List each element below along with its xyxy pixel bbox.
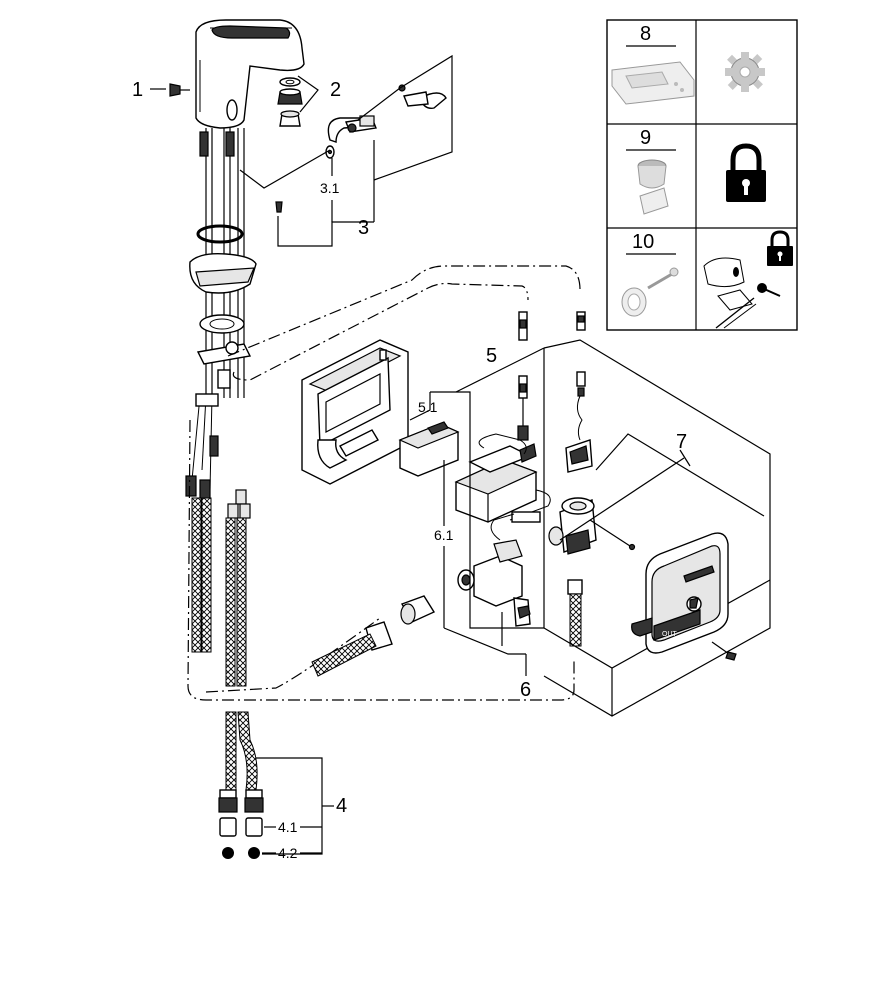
- gear-icon: [725, 52, 765, 92]
- legend-table: 8 9: [606, 19, 798, 331]
- connection-paths: [187, 265, 581, 701]
- faucet-hoses: [185, 393, 264, 813]
- supply-hose-right: [567, 579, 583, 647]
- sensor-cover-panel: OUT: [631, 532, 729, 654]
- cable-connectors: [517, 311, 586, 441]
- callout-3-1: 3.1: [320, 180, 340, 196]
- panel-screws: [589, 519, 737, 661]
- callout-4: 4: [336, 795, 347, 817]
- callout-4-1: 4.1: [278, 819, 298, 835]
- connection-adapters: [219, 817, 263, 859]
- faucet-body: [195, 19, 305, 129]
- legend-number-8: 8: [640, 23, 651, 45]
- callout-6-1: 6.1: [434, 527, 454, 543]
- legend-number-10: 10: [632, 231, 654, 253]
- inlet-fitting: [311, 595, 436, 677]
- screw-icon: [621, 267, 679, 317]
- callout-3: 3: [358, 217, 369, 239]
- screw-part-1: [169, 83, 190, 97]
- mounting-kit: [189, 224, 257, 389]
- power-module: [454, 433, 551, 523]
- out-label: OUT: [662, 631, 678, 638]
- callout-2: 2: [330, 79, 341, 101]
- padlock-mount-icon: [703, 230, 793, 329]
- callout-5: 5: [486, 345, 497, 367]
- aerator-parts: [277, 77, 303, 127]
- callout-6: 6: [520, 679, 531, 701]
- callout-5-1: 5.1: [418, 399, 438, 415]
- remote-control-icon: [611, 61, 695, 105]
- temperature-lever-assembly: [275, 84, 447, 213]
- callout-7: 7: [676, 431, 687, 453]
- legend-number-9: 9: [640, 127, 651, 149]
- padlock-icon: [726, 143, 766, 202]
- callout-4-2: 4.2: [278, 845, 298, 861]
- control-unit-housing: [301, 339, 409, 485]
- mixing-valve-body: [457, 513, 531, 646]
- callout-1: 1: [132, 79, 143, 101]
- cartridge-icon: [637, 159, 669, 215]
